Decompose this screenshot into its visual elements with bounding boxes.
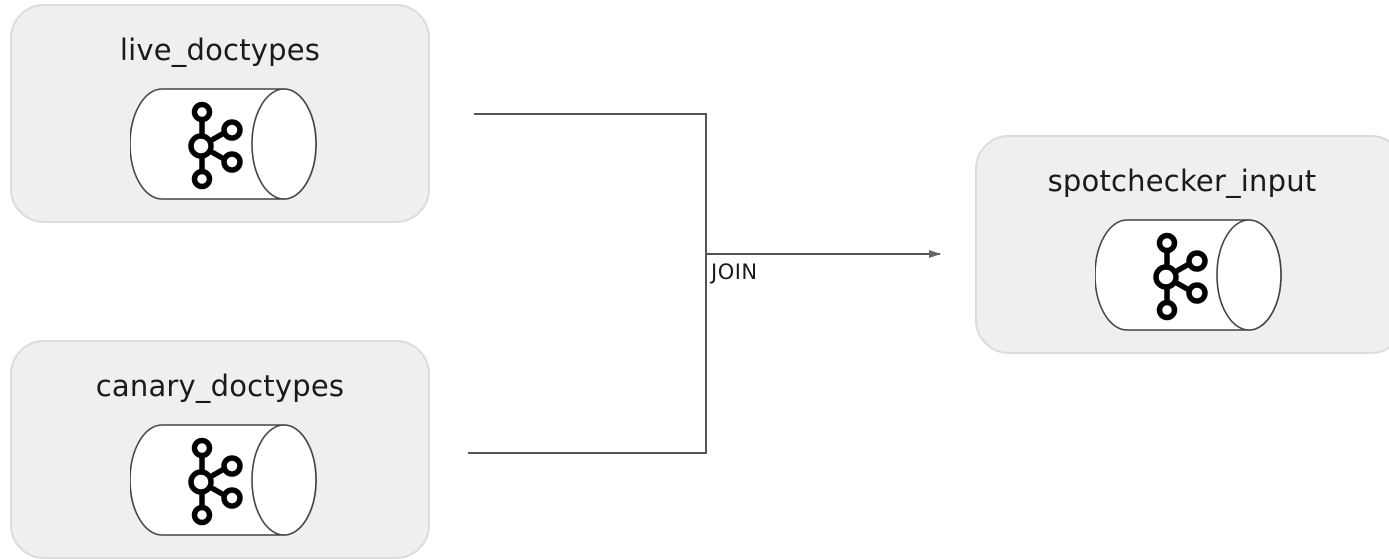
kafka-topic-icon	[130, 88, 317, 200]
live-doctypes-node[interactable]: live_doctypes	[10, 4, 430, 223]
live-doctypes-label: live_doctypes	[119, 33, 321, 67]
kafka-topic-icon	[130, 424, 317, 536]
canary-connector-line	[468, 254, 707, 454]
canary-doctypes-label: canary_doctypes	[95, 369, 345, 403]
spotchecker-input-label: spotchecker_input	[1047, 164, 1317, 198]
kafka-topic-icon	[1095, 219, 1282, 331]
canary-doctypes-node[interactable]: canary_doctypes	[10, 340, 430, 559]
spotchecker-input-node[interactable]: spotchecker_input	[975, 135, 1389, 354]
join-label: JOIN	[711, 260, 758, 284]
live-connector-line	[474, 113, 707, 254]
